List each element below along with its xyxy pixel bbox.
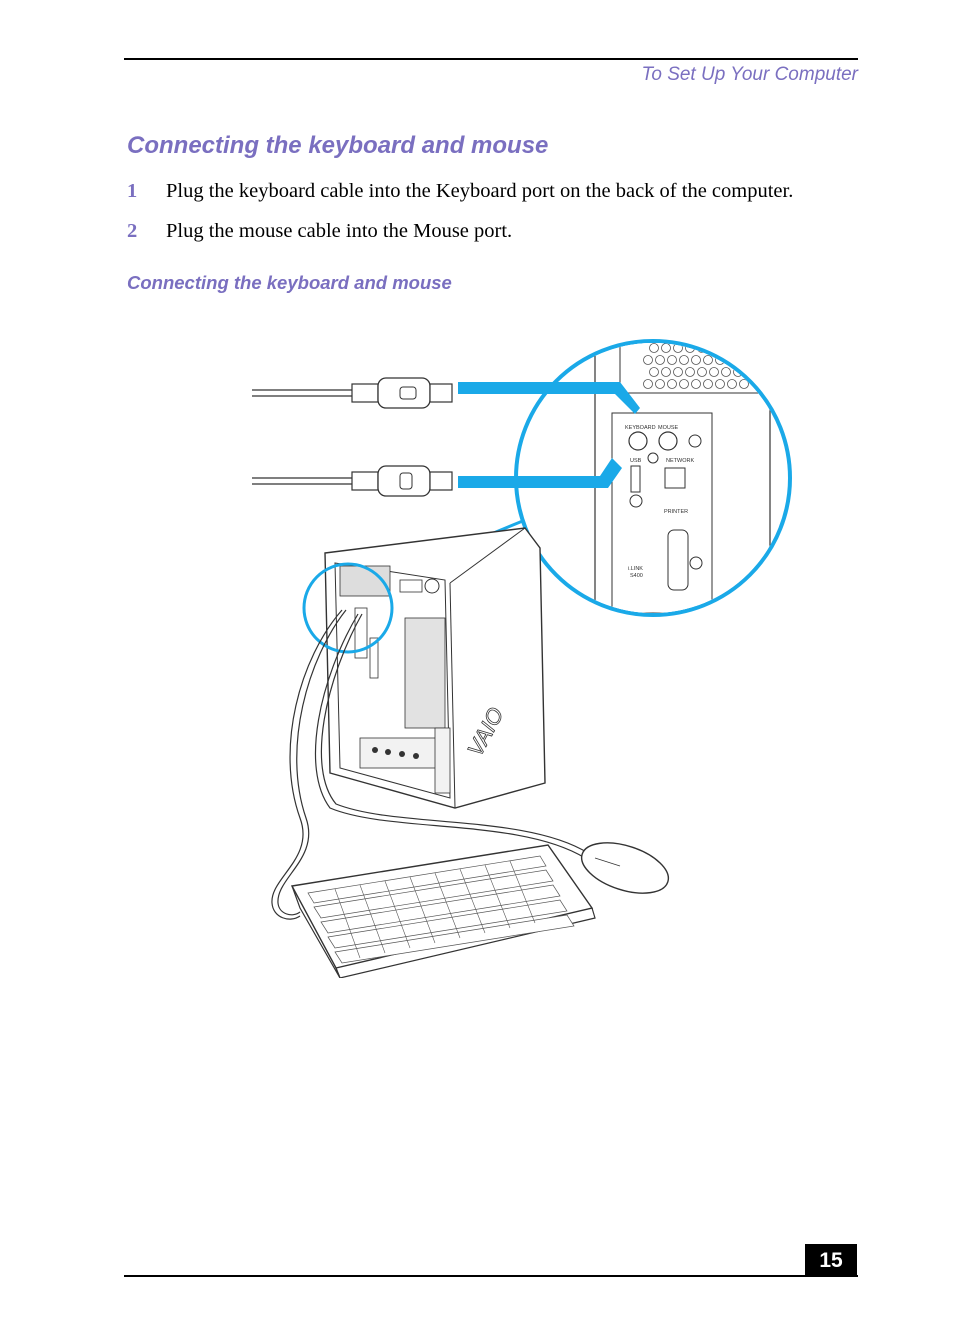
keyboard-arrow: [458, 458, 622, 488]
step-item: 2 Plug the mouse cable into the Mouse po…: [127, 218, 867, 258]
mouse-plug-icon: [399, 386, 417, 400]
mouse-cable: [314, 613, 586, 859]
keyboard-port: [628, 431, 648, 451]
step-text: Plug the mouse cable into the Mouse port…: [166, 220, 513, 242]
header-rule: [124, 58, 858, 60]
mouse-device: [580, 842, 670, 894]
running-head: To Set Up Your Computer: [641, 64, 858, 85]
keyboard-icon: [647, 452, 659, 464]
usb-port-label: USB: [630, 458, 642, 464]
step-number: 1: [127, 180, 138, 202]
network-port: [664, 467, 686, 489]
step-item: 1 Plug the keyboard cable into the Keybo…: [127, 178, 867, 218]
keyboard-cable: [271, 609, 343, 920]
connection-illustration: KEYBOARD MOUSE USB NETWORK PRINTER i.LIN…: [240, 318, 800, 978]
ilink-port-label: i.LINK: [628, 566, 643, 572]
printer-port: [667, 529, 689, 591]
steps-list: 1 Plug the keyboard cable into the Keybo…: [127, 178, 867, 258]
keyboard-device: [290, 844, 596, 978]
figure-caption: Connecting the keyboard and mouse: [127, 272, 452, 293]
mouse-port: [658, 431, 678, 451]
keyboard-plug-icon: [399, 472, 413, 490]
port-highlight-circle: [302, 562, 394, 654]
mouse-cable-plug: [252, 377, 453, 409]
keyboard-cable-plug: [252, 465, 453, 497]
footer-rule: [124, 1275, 858, 1277]
keyboard-port-label: KEYBOARD: [625, 425, 656, 431]
magnified-port-panel: KEYBOARD MOUSE USB NETWORK PRINTER i.LIN…: [514, 339, 792, 617]
usb-icon: [629, 494, 643, 508]
tower-grille: [404, 617, 446, 729]
step-text: Plug the keyboard cable into the Keyboar…: [166, 180, 794, 202]
printer-port-label: PRINTER: [664, 509, 688, 515]
page-number: 15: [805, 1244, 857, 1277]
mouse-arrow: [458, 382, 640, 414]
illustration-svg: KEYBOARD MOUSE USB NETWORK PRINTER i.LIN…: [252, 339, 792, 978]
section-title: Connecting the keyboard and mouse: [127, 132, 549, 159]
usb-port: [630, 465, 641, 493]
mouse-port-label: MOUSE: [658, 425, 679, 431]
computer-tower: VAIO: [324, 527, 546, 809]
network-port-label: NETWORK: [666, 458, 694, 464]
ilink-speed-label: S400: [630, 573, 643, 579]
step-number: 2: [127, 220, 138, 242]
